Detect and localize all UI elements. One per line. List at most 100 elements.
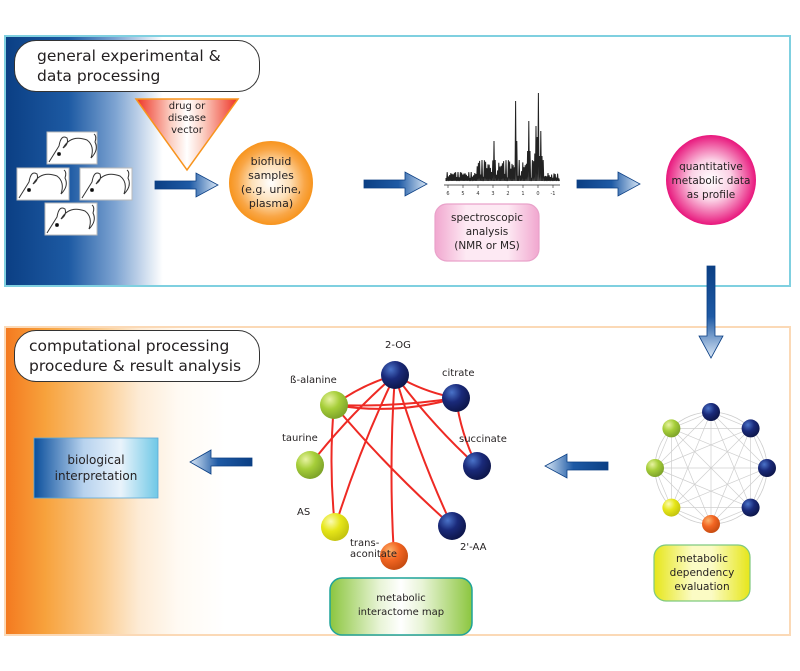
dependency-edge [710,428,751,525]
title-line: general experimental & [37,47,221,65]
arrow-left-icon [189,449,253,475]
text-line: metabolic data [671,175,751,187]
text-line: (NMR or MS) [454,240,520,252]
dependency-box [653,544,751,602]
dependency-node [662,498,681,517]
dependency-edge [671,428,751,508]
arrow-right-icon [576,171,641,197]
metabolite-label: AS [297,507,311,518]
metabolite-label: 2-OG [385,340,411,351]
spectrum-tick-label: 6 [446,191,449,197]
metabolite-node [442,384,470,412]
metabolite-node [381,361,409,389]
text-line: plasma) [248,197,294,210]
text-line: analysis [465,226,509,238]
text-line: as profile [686,189,736,201]
dependency-edge [671,467,768,508]
metabolite-label: citrate [442,368,475,379]
biofluid-label: biofluid samples (e.g. urine, plasma) [229,155,313,211]
metabolite-label: taurine [282,433,318,444]
text-line: biological [67,453,125,467]
spectrum-tick-label: 2 [506,191,509,197]
spectrum-tick-label: 0 [536,191,539,197]
title-line: procedure & result analysis [29,357,242,375]
text-line: dependency [669,567,735,579]
biofluid-samples-node [229,141,313,225]
metabolite-label: ß-alanine [290,375,337,386]
drug-vector-label: drug or disease vector [160,101,214,137]
text-line: metabolic [376,593,426,604]
dependency-node [741,498,760,517]
dependency-edge [671,411,712,508]
interaction-edge [390,374,396,557]
metabolite-node [321,513,349,541]
biological-interpretation-label: biological interpretation [34,452,158,484]
spectrum-tick-label: 1 [521,191,524,197]
text-line: disease [168,113,206,124]
text-line: spectroscopic [450,212,524,224]
spectrum-tick-label: 5 [461,191,464,197]
mouse-icon [16,167,70,201]
dependency-node [741,419,760,438]
text-line: drug or [168,101,206,112]
computational-title: computational processing procedure & res… [14,330,260,382]
dependency-edge [710,411,751,508]
metabolic-profile-node [666,135,756,225]
text-line: quantitative [679,161,743,173]
metabolite-label: 2'-AA [460,542,487,553]
interaction-edge [309,374,396,466]
interactome-label: metabolic interactome map [330,592,472,620]
dependency-nodes [646,403,776,533]
metabolite-node [296,451,324,479]
dependency-edge [654,467,751,508]
dependency-node [702,403,720,421]
dependency-node [662,419,681,438]
metabolite-label: trans- aconitate [350,538,397,560]
mouse-icon [79,167,133,201]
arrow-right-icon [363,171,428,197]
title-line: computational processing [29,337,230,355]
text-line: interpretation [54,469,138,483]
arrow-down-icon [698,265,724,359]
spectrum-tick-label: 3 [491,191,494,197]
arrow-right-icon [154,172,219,198]
interactome-nodes [296,361,491,570]
text-line: interactome map [357,607,445,618]
quantitative-label: quantitative metabolic data as profile [664,160,758,202]
experimental-title: general experimental & data processing [14,40,260,92]
metabolite-node [463,452,491,480]
interaction-edge [334,374,396,528]
spectroscopic-box [434,203,540,262]
drug-vector-triangle [134,98,240,172]
text-line: samples [248,169,294,182]
dependency-edge [671,428,768,469]
title-line: data processing [37,67,161,85]
metabolite-label: succinate [459,434,507,445]
text-line: (e.g. urine, [240,183,302,196]
interaction-edge [330,404,336,528]
dependency-edge [654,428,751,469]
spectroscopic-label: spectroscopic analysis (NMR or MS) [435,211,539,253]
dependency-edge [654,467,712,525]
dependency-node [702,515,720,533]
spectrum-tick-label: -1 [551,191,556,197]
interactome-map-box [329,577,473,636]
text-line: vector [171,125,203,136]
interaction-edge [333,404,453,527]
metabolite-node [320,391,348,419]
biological-interpretation-box [33,437,159,499]
dependency-node [646,459,664,477]
metabolite-node [438,512,466,540]
text-line: biofluid [250,155,292,168]
metabolite-node [380,542,408,570]
arrow-left-icon [544,453,609,479]
text-line: metabolic [676,553,728,565]
spectrum-tick-label: 4 [476,191,479,197]
mouse-icons [16,131,133,236]
dependency-node [758,459,776,477]
dependency-label: metabolic dependency evaluation [654,552,750,594]
dependency-edge [671,428,712,525]
nmr-spectrum: 6 5 4 3 2 1 0 -1 [444,92,560,197]
mouse-icon [44,202,98,236]
